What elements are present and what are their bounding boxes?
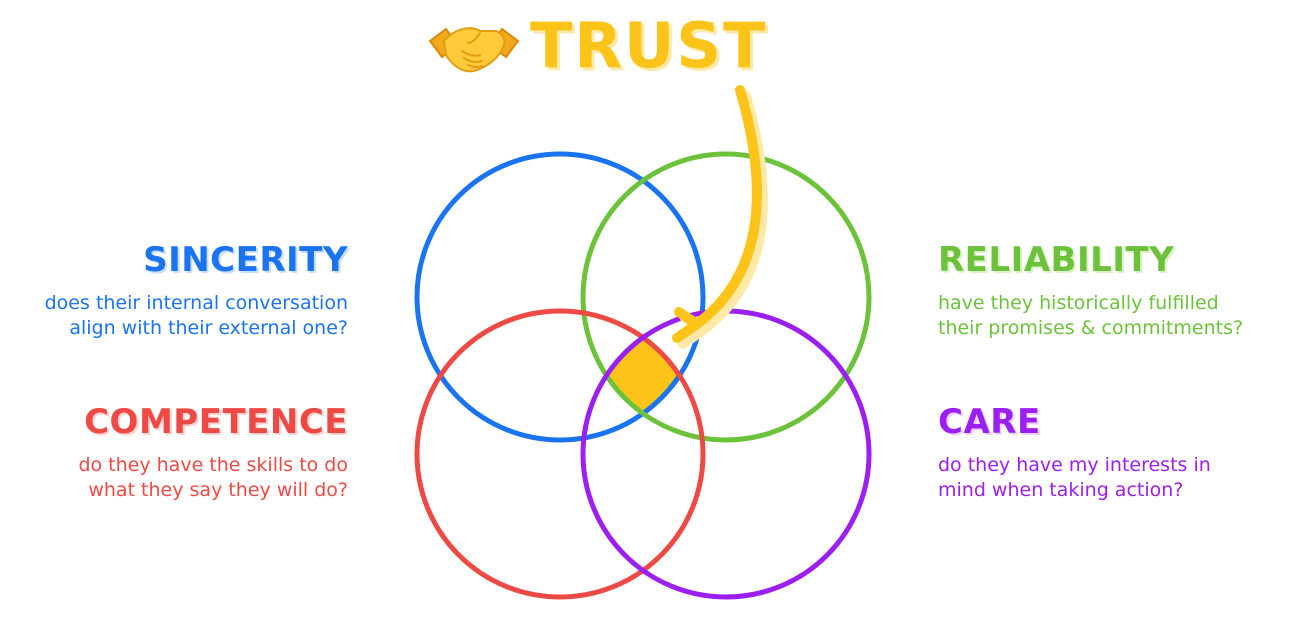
competence-desc-line-2: what they say they will do?	[88, 478, 348, 501]
circle-competence	[414, 308, 706, 600]
page-title: TRUST	[530, 9, 768, 82]
care-heading: CARE	[938, 402, 1041, 442]
circle-care	[580, 308, 872, 600]
care-desc-line-2: mind when taking action?	[938, 478, 1184, 501]
circle-reliability	[580, 151, 872, 443]
title-row: TRUST	[428, 6, 767, 86]
competence-description: do they have the skills to do what they …	[8, 453, 348, 501]
trust-arrow-head	[672, 307, 702, 343]
reliability-description: have they historically fulfilled their p…	[938, 291, 1283, 339]
sincerity-desc-line-2: align with their external one?	[69, 316, 348, 339]
circle-sincerity	[414, 151, 706, 443]
label-sincerity: SINCERITY does their internal conversati…	[8, 240, 348, 340]
sincerity-description: does their internal conversation align w…	[8, 291, 348, 339]
care-description: do they have my interests in mind when t…	[938, 453, 1283, 501]
competence-desc-line-1: do they have the skills to do	[78, 454, 348, 477]
reliability-desc-line-1: have they historically fulfilled	[938, 292, 1219, 315]
sincerity-desc-line-1: does their internal conversation	[44, 292, 348, 315]
label-competence: COMPETENCE do they have the skills to do…	[8, 402, 348, 502]
label-reliability: RELIABILITY have they historically fulfi…	[938, 240, 1283, 340]
competence-heading: COMPETENCE	[84, 402, 348, 442]
care-desc-line-1: do they have my interests in	[938, 454, 1211, 477]
handshake-icon	[428, 27, 520, 73]
trust-overlap-region	[583, 311, 703, 440]
reliability-heading: RELIABILITY	[938, 240, 1175, 280]
sincerity-heading: SINCERITY	[143, 240, 348, 280]
reliability-desc-line-2: their promises & commitments?	[938, 316, 1244, 339]
label-care: CARE do they have my interests in mind w…	[938, 402, 1283, 502]
trust-arrow	[692, 85, 762, 329]
